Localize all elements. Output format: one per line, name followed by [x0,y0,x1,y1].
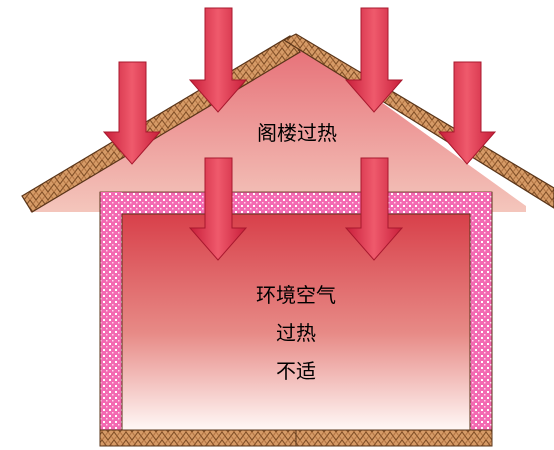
room-label-line1: 环境空气 [256,283,336,307]
wall-right [470,192,492,446]
room-label-line2: 过热 [276,321,316,345]
attic-space [30,38,526,212]
down-arrow-icon [344,7,404,113]
ceiling-insulation [100,192,492,214]
attic-label: 阁楼过热 [257,121,337,145]
down-arrow-icon [188,157,248,261]
down-arrow-icon [102,61,162,165]
down-arrow-icon [344,157,404,261]
wall-left [100,192,122,446]
room-label-line3: 不适 [276,359,316,383]
room-space [122,214,470,430]
down-arrow-icon [188,7,248,113]
down-arrow-icon [437,61,497,165]
